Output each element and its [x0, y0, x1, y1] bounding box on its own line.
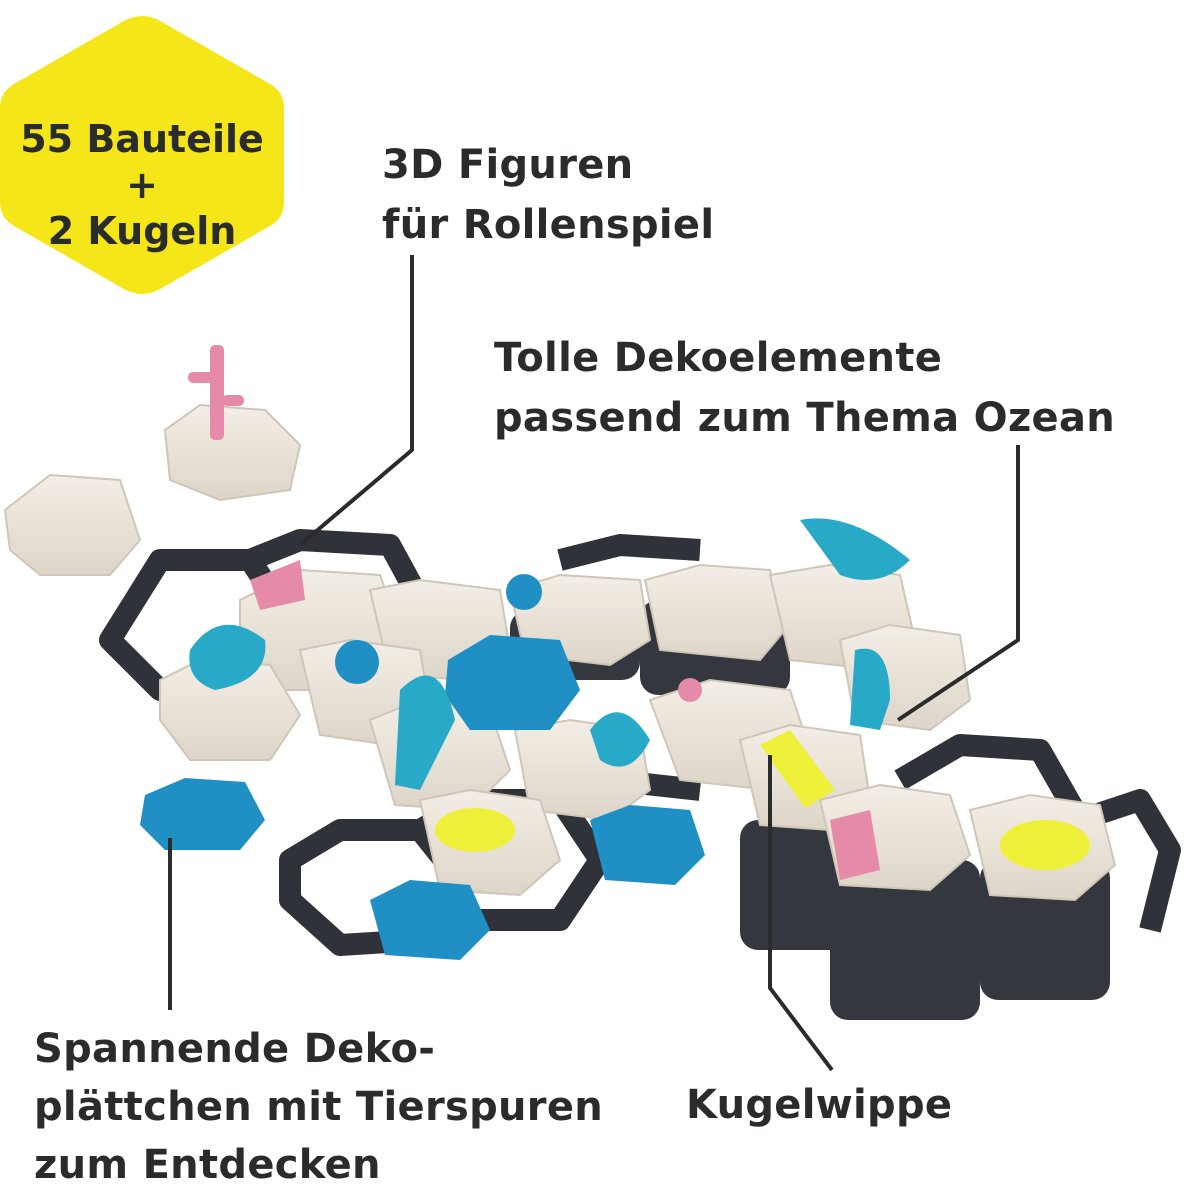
- badge-line-marbles: 2 Kugeln: [47, 209, 237, 253]
- seesaw-yellow: [760, 730, 835, 808]
- badge-line-plus: +: [126, 163, 158, 207]
- callout-line: 3D Figuren: [382, 142, 634, 188]
- callout-line: plättchen mit Tierspuren: [34, 1084, 604, 1130]
- callout-line: zum Entdecken: [34, 1142, 381, 1188]
- callout-line: Spannende Deko-: [34, 1026, 436, 1072]
- callout-deco-plates: Spannende Deko- plättchen mit Tierspuren…: [34, 1020, 603, 1194]
- callout-seesaw: Kugelwippe: [686, 1075, 952, 1135]
- hexagon-badge-shape: [0, 16, 284, 294]
- callout-line: für Rollenspiel: [382, 202, 715, 248]
- pink-corals: [188, 345, 880, 880]
- callout-line: Tolle Dekoelemente: [494, 335, 943, 381]
- callout-deco-elements: Tolle Dekoelemente passend zum Thema Oze…: [494, 328, 1115, 448]
- blue-deco-plates: [140, 635, 705, 960]
- badge-line-parts: 55 Bauteile: [20, 117, 264, 161]
- yellow-pieces: [435, 730, 1090, 870]
- marbles: [335, 574, 542, 684]
- turquoise-figures: [189, 518, 910, 790]
- callout-line: passend zum Thema Ozean: [494, 395, 1116, 441]
- callout-line: Kugelwippe: [686, 1082, 953, 1128]
- callout-lines: [168, 255, 1020, 1072]
- callout-3d-figures: 3D Figuren für Rollenspiel: [382, 135, 714, 255]
- parts-count-badge: 55 Bauteile + 2 Kugeln: [0, 12, 284, 296]
- loose-deco-plate: [140, 778, 265, 850]
